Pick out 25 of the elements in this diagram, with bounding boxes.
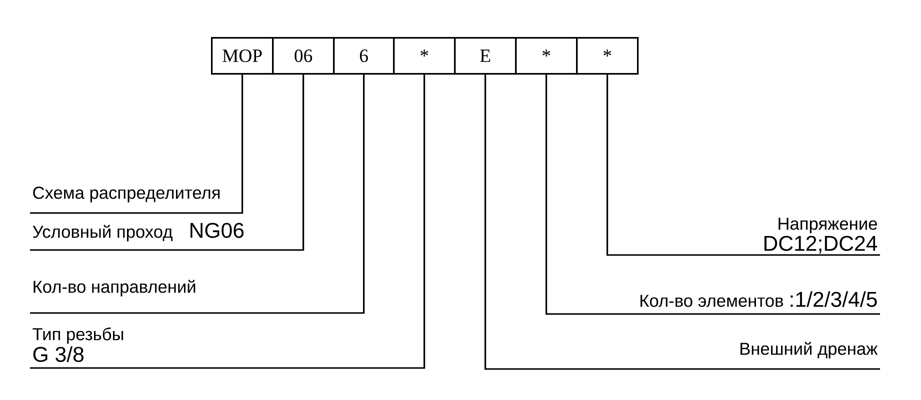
code-box: MOP (211, 37, 274, 75)
leader-line (606, 74, 880, 256)
option-label: Схема распределителя (33, 186, 220, 202)
leader-line (30, 74, 365, 314)
option-label: Кол-во элементов (640, 294, 783, 307)
code-box: 6 (333, 37, 395, 75)
code-box: * (576, 37, 639, 75)
option-label: Условный проход (32, 224, 172, 242)
code-box: * (515, 37, 578, 75)
option-label: Кол-во направлений (34, 280, 196, 296)
leader-line (30, 74, 244, 214)
code-box: * (393, 37, 456, 75)
option-value: G 3/8 (33, 346, 84, 362)
leader-line (484, 74, 880, 370)
leader-line (546, 74, 880, 315)
option-value: :1/2/3/4/5 (790, 291, 877, 307)
option-label: Напряжение (778, 218, 877, 234)
option-value: DC12;DC24 (764, 236, 878, 254)
option-value: NG06 (190, 222, 244, 238)
option-label: Тип резьбы (32, 327, 124, 344)
leader-line (30, 74, 426, 369)
leader-line (30, 74, 304, 251)
option-label: Внешний дренаж (740, 342, 878, 358)
code-box: E (454, 37, 517, 75)
code-box: 06 (272, 37, 335, 75)
